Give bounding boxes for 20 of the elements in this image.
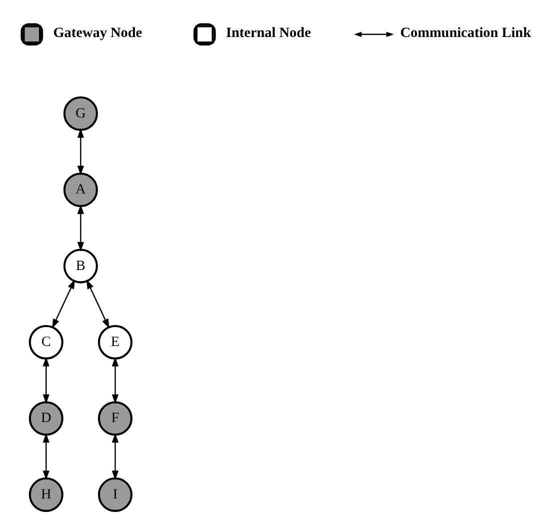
legend-label: Gateway Node <box>53 24 142 41</box>
node-circle: A <box>63 172 98 207</box>
node-circle: I <box>98 476 132 512</box>
node-circle: D <box>28 400 64 436</box>
arrow <box>52 278 75 328</box>
arrow <box>77 128 84 175</box>
arrow <box>112 432 119 480</box>
node-circle: C <box>28 324 64 360</box>
legend-label: Communication Link <box>400 24 532 41</box>
arrow <box>42 432 50 480</box>
node-circle: E <box>98 324 132 360</box>
node-circle: H <box>28 476 64 512</box>
arrow <box>77 204 84 252</box>
node-circle: F <box>98 400 132 436</box>
node-circle: G <box>63 96 98 130</box>
node-circle: B <box>63 248 98 283</box>
arrow <box>42 356 50 404</box>
legend-label: Internal Node <box>226 24 311 41</box>
arrow <box>86 278 110 328</box>
arrow <box>112 356 119 404</box>
